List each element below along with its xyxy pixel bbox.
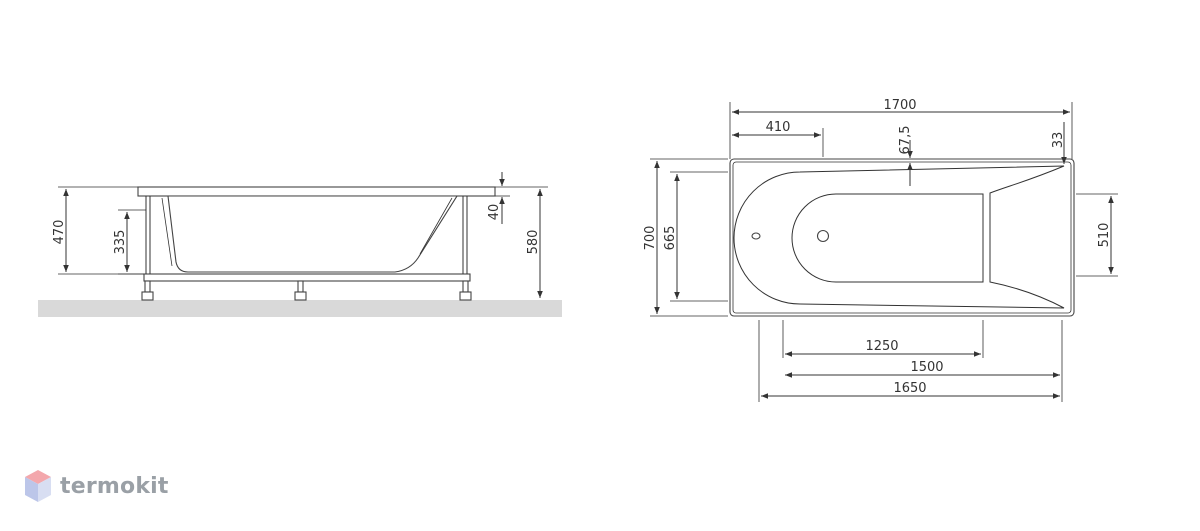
logo-wordmark: termokit bbox=[60, 473, 169, 499]
dim-33-label: 33 bbox=[1051, 132, 1066, 149]
dim-1500-label: 1500 bbox=[910, 360, 943, 375]
overflow-icon bbox=[751, 232, 761, 240]
cube-logo-icon bbox=[25, 470, 51, 502]
foot-left bbox=[141, 291, 154, 301]
foot-middle bbox=[294, 291, 307, 301]
tub-body-outline bbox=[155, 195, 458, 273]
tub-outline-outer bbox=[729, 158, 1075, 317]
tub-bowl bbox=[733, 165, 1065, 309]
tub-bottom bbox=[791, 193, 984, 283]
dim-1250-label: 1250 bbox=[865, 339, 898, 354]
dim-700-label: 700 bbox=[643, 226, 658, 251]
dim-40-label: 40 bbox=[487, 204, 502, 221]
dim-580-label: 580 bbox=[526, 230, 541, 255]
dim-1700-label: 1700 bbox=[883, 98, 916, 113]
dim-1650-label: 1650 bbox=[893, 381, 926, 396]
tub-inner-line bbox=[161, 197, 453, 267]
dim-67-5-label: 67,5 bbox=[898, 126, 913, 155]
termokit-logo: termokit bbox=[24, 468, 169, 504]
top-view: 1700 410 67,5 33 700 665 510 1250 bbox=[643, 98, 1118, 402]
leg-middle bbox=[297, 280, 304, 293]
tub-rim bbox=[137, 186, 496, 197]
dim-665-label: 665 bbox=[663, 226, 678, 251]
drain-icon bbox=[816, 229, 830, 243]
dim-510-label: 510 bbox=[1097, 223, 1112, 248]
dim-335-label: 335 bbox=[113, 230, 128, 255]
dim-410-label: 410 bbox=[766, 120, 791, 135]
frame-rail bbox=[143, 273, 471, 282]
floor bbox=[38, 300, 562, 317]
leg-left bbox=[144, 280, 151, 293]
foot-right bbox=[459, 291, 472, 301]
leg-right bbox=[462, 280, 469, 293]
dim-470-label: 470 bbox=[52, 220, 67, 245]
side-view: 470 335 40 580 bbox=[38, 172, 562, 317]
tub-outline-inner bbox=[732, 161, 1072, 314]
